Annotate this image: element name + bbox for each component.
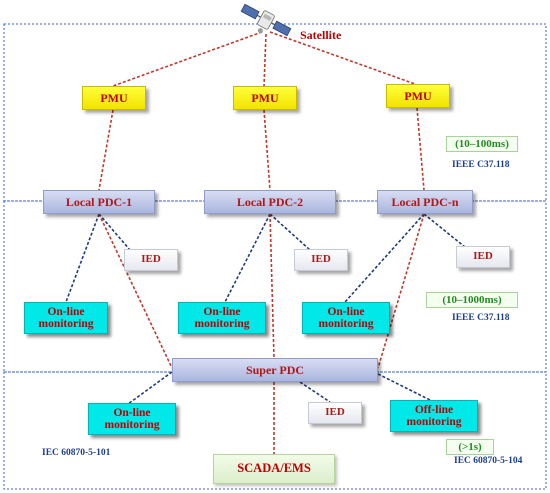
link-pdc-n-ied-3	[423, 213, 466, 248]
link-pdc-1-ied-1	[98, 213, 131, 251]
pmu-box: PMU	[233, 86, 297, 110]
pmu-box: PMU	[386, 84, 450, 108]
link-satellite-pmu-3	[269, 31, 416, 85]
link-super-monitor-4	[127, 371, 173, 405]
link-pdc-n-monitor-3	[344, 213, 425, 303]
pmu-box: PMU	[82, 86, 146, 110]
link-pmu-2-pdc-2	[263, 109, 271, 191]
offline-monitoring-box: Off-line monitoring	[390, 400, 478, 432]
ied-box: IED	[308, 402, 362, 424]
zone-pmu-layer	[3, 23, 547, 202]
super-pdc-box: Super PDC	[172, 358, 378, 382]
link-super-offline-monitor	[377, 373, 431, 401]
standard-label: IEEE C37.118	[452, 160, 510, 170]
standard-label: IEEE C37.118	[452, 313, 510, 323]
link-pdc-2-super	[269, 213, 275, 359]
zone-local-pdc-layer	[3, 200, 547, 373]
ied-box: IED	[124, 249, 178, 271]
link-satellite-pmu-2	[263, 33, 267, 87]
satellite-label: Satellite	[300, 28, 342, 42]
latency-label: (>1s)	[446, 439, 494, 455]
local-pdc-box: Local PDC-2	[204, 190, 336, 214]
ied-box: IED	[294, 249, 348, 271]
zone-super-pdc-layer	[3, 371, 547, 490]
online-monitoring-box: On-line monitoring	[302, 302, 390, 334]
local-pdc-box: Local PDC-n	[377, 190, 473, 214]
link-super-ied-4	[299, 381, 331, 403]
link-pdc-n-super	[377, 213, 425, 369]
link-pdc-1-super	[98, 213, 173, 369]
link-pmu-3-pdc-n	[416, 107, 425, 191]
latency-label: (10–1000ms)	[426, 292, 518, 308]
latency-label: (10–100ms)	[446, 136, 518, 152]
link-pdc-2-ied-2	[269, 213, 311, 251]
satellite-icon	[240, 3, 292, 37]
ied-box: IED	[456, 246, 510, 268]
link-satellite-pmu-1	[112, 31, 263, 87]
scada-ems-box: SCADA/EMS	[213, 454, 335, 484]
link-pdc-2-monitor-2	[224, 213, 271, 303]
online-monitoring-box: On-line monitoring	[24, 302, 108, 334]
standard-label: IEC 60870-5-104	[454, 456, 523, 466]
local-pdc-box: Local PDC-1	[43, 190, 155, 214]
standard-label: IEC 60870-5-101	[42, 448, 111, 458]
online-monitoring-box: On-line monitoring	[178, 302, 266, 334]
link-pdc-1-monitor-1	[65, 213, 100, 303]
online-monitoring-box: On-line monitoring	[88, 403, 176, 435]
link-pmu-1-pdc-1	[98, 109, 114, 191]
